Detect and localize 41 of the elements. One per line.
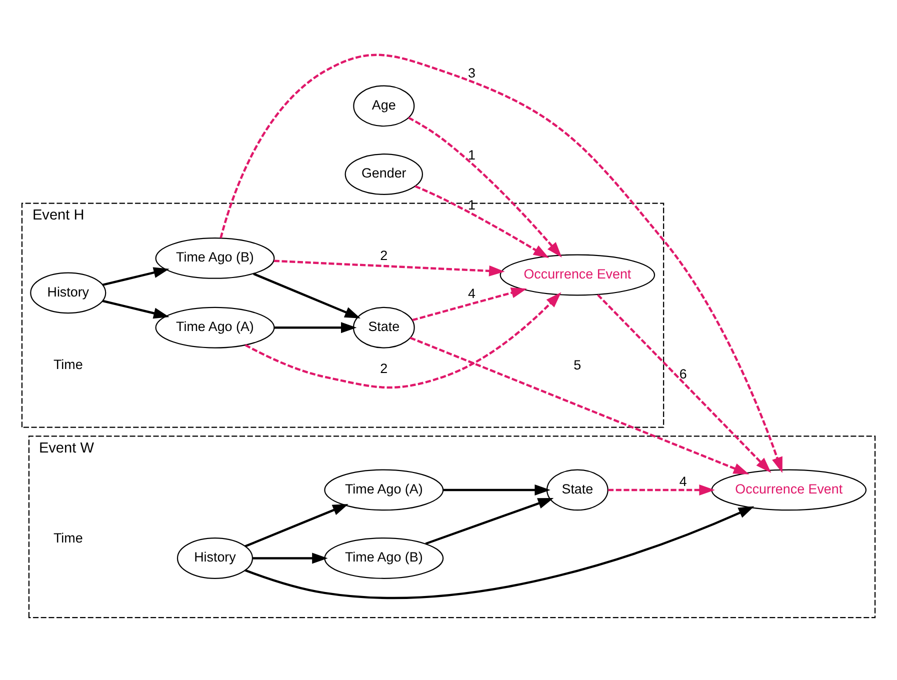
- node-ellipse: State: [352, 306, 415, 348]
- edge-label: 1: [468, 146, 476, 162]
- arrow: [274, 259, 505, 276]
- node-ellipse: History: [176, 537, 254, 578]
- edge-label: 3: [468, 65, 476, 80]
- node-ellipse: Time Ago (B): [155, 237, 275, 278]
- arrow: [253, 272, 361, 318]
- label: Time: [53, 530, 83, 546]
- arrow: [274, 322, 357, 333]
- arrow: [443, 484, 550, 495]
- edge-label: 1: [468, 197, 476, 212]
- node-ellipse: Time Ago (A): [155, 306, 275, 348]
- edge-label: 4: [679, 474, 687, 489]
- node-ellipse: State: [546, 468, 608, 510]
- node-ellipse: Gender: [344, 153, 424, 194]
- arrow: [102, 299, 170, 318]
- edge-label: 6: [679, 366, 687, 382]
- arrow: [414, 184, 550, 258]
- arrow: [608, 484, 715, 495]
- edge-label: 4: [468, 286, 476, 301]
- edge-label: 2: [380, 360, 388, 376]
- node-ellipse: History: [30, 272, 106, 314]
- node-ellipse: Time Ago (A): [324, 468, 444, 510]
- edge-label: 2: [380, 248, 388, 263]
- node-ellipse: Occurrence Event: [500, 254, 656, 296]
- label: Time: [53, 356, 83, 372]
- arrow: [102, 266, 170, 286]
- edge-label: 5: [574, 357, 582, 372]
- arrow: [410, 336, 750, 474]
- arrow: [220, 53, 782, 472]
- arrow: [425, 498, 554, 544]
- node-ellipse: Occurrence Event: [711, 468, 867, 510]
- arrow: [408, 116, 562, 258]
- arrow: [244, 506, 754, 598]
- node-ellipse: Age: [353, 84, 415, 126]
- arrow: [252, 552, 328, 564]
- arrow: [412, 286, 527, 321]
- arrow: [597, 294, 772, 472]
- arrow: [244, 504, 348, 547]
- node-ellipse: Time Ago (B): [324, 537, 444, 578]
- arrow: [244, 292, 562, 388]
